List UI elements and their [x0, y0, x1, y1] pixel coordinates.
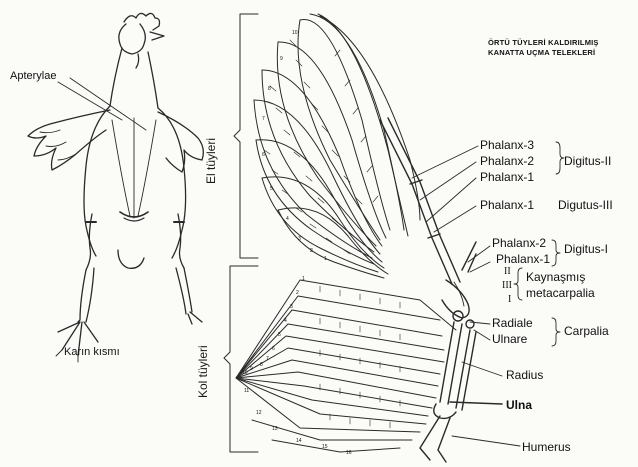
label-kaynasmis: Kaynaşmış	[526, 270, 585, 284]
label-phalanx-2-digitus-i: Phalanx-2	[492, 236, 546, 250]
secondary-feather-number: 5	[278, 332, 281, 338]
label-radius: Radius	[506, 368, 543, 382]
label-carpalia: Carpalia	[564, 324, 609, 338]
primary-feather-number: 10	[292, 30, 298, 36]
figure-title-line2: KANATTA UÇMA TELEKLERİ	[488, 48, 595, 58]
primary-feather-number: 2	[310, 248, 313, 254]
primary-feather-number: 3	[298, 236, 301, 242]
primary-feather-number: 7	[262, 116, 265, 122]
label-kol-tuyleri: Kol tüyleri	[196, 345, 210, 398]
secondary-feather-number: 12	[256, 410, 262, 416]
secondary-feather-number: 16	[346, 450, 352, 456]
label-phalanx-1-digitus-ii: Phalanx-1	[480, 170, 534, 184]
label-phalanx-1-digitus-iii: Phalanx-1	[480, 198, 534, 212]
secondary-feather-number: 8	[260, 362, 263, 368]
primary-feathers	[254, 14, 420, 278]
label-metacarpalia: metacarpalia	[526, 286, 595, 300]
label-radiale: Radiale	[492, 316, 533, 330]
secondary-feather-number: 15	[322, 444, 328, 450]
label-apterylae: Apterylae	[10, 70, 56, 82]
secondary-feather-number: 4	[284, 318, 287, 324]
label-ulnare: Ulnare	[492, 332, 527, 346]
primary-feather-number: 8	[268, 86, 271, 92]
label-ulna: Ulna	[506, 398, 532, 412]
secondary-feather-number: 2	[296, 290, 299, 296]
secondary-feathers	[236, 280, 456, 452]
label-el-tuyleri: El tüyleri	[204, 138, 218, 184]
primary-feather-number: 6	[262, 152, 265, 158]
label-digitus-ii: Digitus-II	[564, 154, 611, 168]
primary-feather-number: 9	[280, 56, 283, 62]
secondary-feather-number: 7	[266, 356, 269, 362]
secondary-feather-number: 10	[242, 370, 248, 376]
secondary-feather-number: 9	[250, 366, 253, 372]
primary-feather-number: 1	[324, 256, 327, 262]
primary-feather-number: 4	[286, 216, 289, 222]
label-phalanx-2-digitus-ii: Phalanx-2	[480, 154, 534, 168]
label-phalanx-1-digitus-i: Phalanx-1	[496, 252, 550, 266]
primary-feather-number: 5	[270, 186, 273, 192]
secondary-feather-number: 3	[290, 304, 293, 310]
secondary-feather-number: 1	[302, 276, 305, 282]
label-roman-i: I	[508, 294, 511, 305]
caption-karin-kismi: Karın kısmı	[64, 346, 120, 358]
label-humerus: Humerus	[522, 440, 571, 454]
label-roman-iii: III	[502, 280, 512, 291]
secondary-feather-number: 11	[244, 388, 249, 394]
wing-bones	[380, 118, 476, 462]
secondary-feather-number: 13	[272, 426, 278, 432]
label-digitus-i: Digitus-I	[564, 242, 608, 256]
label-phalanx-3: Phalanx-3	[480, 138, 534, 152]
bird-body-drawing	[28, 13, 203, 362]
label-digitus-iii: Digutus-III	[558, 198, 613, 212]
secondary-feather-number: 14	[296, 438, 302, 444]
secondary-feather-number: 6	[272, 346, 275, 352]
label-roman-ii: II	[504, 266, 511, 277]
figure-title-line1: ÖRTÜ TÜYLERİ KALDIRILMIŞ	[488, 38, 599, 48]
